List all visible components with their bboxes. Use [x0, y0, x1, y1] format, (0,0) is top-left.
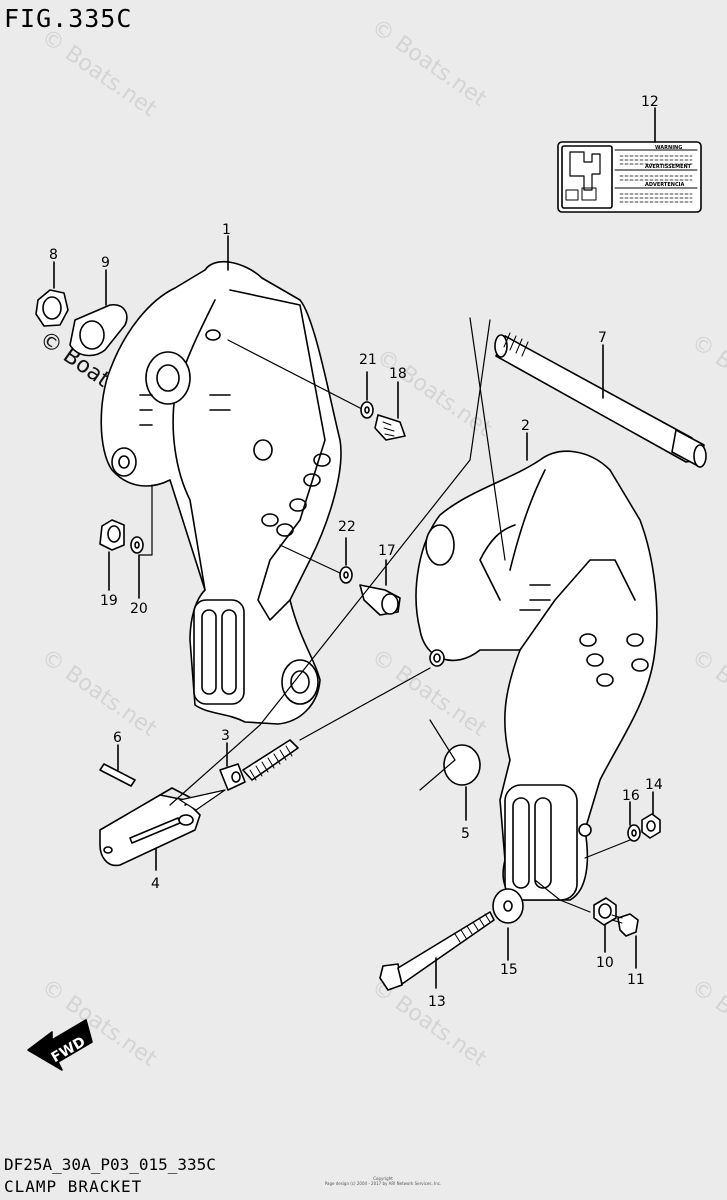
diagram-code: DF25A_30A_P03_015_335C [4, 1155, 216, 1174]
part-8-nut [35, 261, 69, 327]
part-6-pin [99, 744, 136, 787]
fwd-arrow-icon: FWD [27, 1019, 93, 1071]
part-number-3: 3 [221, 728, 230, 744]
leader-line [139, 484, 153, 556]
arrow-indicator [179, 789, 226, 811]
watermark: © Boats.net [367, 14, 492, 112]
part-number-20: 20 [130, 601, 148, 617]
part-number-15: 15 [500, 962, 518, 978]
warning-line: WARNING [655, 145, 682, 151]
part-16-washer [627, 801, 641, 842]
part-number-13: 13 [428, 994, 446, 1010]
part-22-washer [339, 537, 353, 584]
part-1-left-clamp-bracket [100, 235, 342, 725]
part-number-2: 2 [521, 418, 530, 434]
part-18-bolt [374, 381, 406, 441]
part-number-12: 12 [641, 94, 659, 110]
leader-line [279, 544, 341, 574]
figure-title: FIG.335C [4, 4, 133, 33]
part-number-19: 19 [100, 593, 118, 609]
copyright-notice: Copyright Page design (c) 2004 - 2017 by… [313, 1176, 453, 1186]
part-13-bolt [379, 911, 495, 991]
part-3-spring-rod [219, 739, 299, 791]
part-10-collar [593, 897, 617, 953]
part-5-disc [419, 719, 481, 821]
watermark: © Boats.net [687, 329, 727, 427]
part-number-22: 22 [338, 519, 356, 535]
warning-line: AVERTISSEMENT [645, 164, 692, 170]
part-number-17: 17 [378, 543, 396, 559]
leader-line [299, 667, 431, 741]
part-17-bolt [359, 559, 401, 616]
leader-line [584, 839, 631, 859]
leader-line [227, 339, 361, 409]
part-number-11: 11 [627, 972, 645, 988]
watermark: © Boats.net [367, 974, 492, 1072]
copyright-line: Copyright [373, 1176, 393, 1181]
part-7-tilt-tube [494, 332, 707, 468]
part-number-16: 16 [622, 788, 640, 804]
part-11-bolt [611, 913, 639, 969]
copyright-line: Page design (c) 2004 - 2017 by ARI Netwo… [324, 1181, 442, 1186]
part-19-nut [99, 519, 125, 551]
part-21-washer [360, 371, 374, 419]
watermark: © Boats.net [37, 24, 162, 122]
part-number-5: 5 [461, 826, 470, 842]
warning-line: ADVERTENCIA [645, 182, 684, 188]
part-number-1: 1 [222, 222, 231, 238]
part-4-lever [99, 787, 201, 871]
part-number-9: 9 [101, 255, 110, 271]
part-number-10: 10 [596, 955, 614, 971]
part-number-6: 6 [113, 730, 122, 746]
part-number-7: 7 [598, 330, 607, 346]
part-20-washer [130, 536, 144, 554]
leader-line [534, 879, 591, 913]
watermark: © Boats.net [687, 644, 727, 742]
part-number-18: 18 [389, 366, 407, 382]
part-15-washer [492, 888, 524, 961]
part-number-14: 14 [645, 777, 663, 793]
part-14-nut [641, 791, 661, 839]
diagram-name: CLAMP BRACKET [4, 1177, 143, 1196]
part-number-21: 21 [359, 352, 377, 368]
part-number-labels: 1 2 3 4 5 6 7 8 9 10 11 12 13 14 15 16 1… [49, 94, 663, 1010]
watermark: © Boats.net [37, 644, 162, 742]
part-2-right-clamp-bracket [415, 432, 658, 901]
part-number-8: 8 [49, 247, 58, 263]
part-9-plate [69, 269, 128, 357]
part-12-warning-label: WARNING AVERTISSEMENT ADVERTENCIA [557, 107, 702, 213]
leader-line [469, 317, 506, 561]
part-number-4: 4 [151, 876, 160, 892]
watermark: © Boats.net [687, 974, 727, 1072]
